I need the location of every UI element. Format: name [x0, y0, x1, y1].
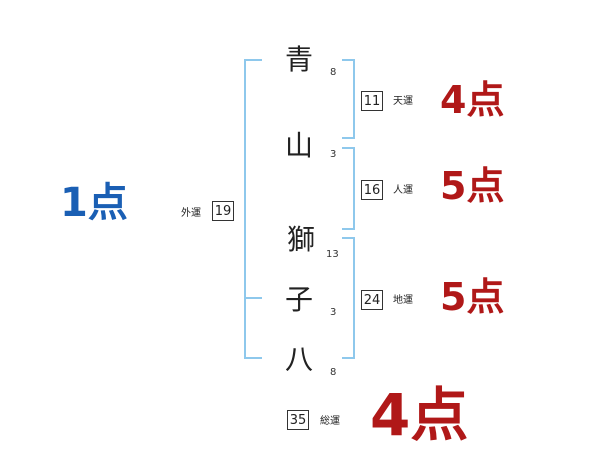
stroke-count-3: 13 — [326, 249, 339, 260]
gaikaku-score: 1点 — [60, 180, 128, 226]
gaikaku-value: 19 — [212, 201, 234, 221]
name-char-3: 獅 — [286, 223, 315, 256]
name-char-2: 山 — [284, 129, 313, 162]
name-char-4: 子 — [284, 283, 313, 316]
name-char-5: 八 — [284, 343, 313, 376]
chikaku-value: 24 — [361, 290, 383, 310]
gaikaku-label: 外運 — [181, 208, 201, 219]
stroke-count-2: 3 — [330, 149, 337, 160]
gaikaku-bracket — [244, 59, 262, 359]
chikaku-bracket — [342, 237, 355, 359]
tenkaku-value: 11 — [361, 91, 383, 111]
jinkaku-score: 5点 — [440, 164, 505, 208]
tenkaku-score: 4点 — [440, 78, 505, 122]
stroke-count-1: 8 — [330, 67, 337, 78]
jinkaku-bracket — [342, 147, 355, 230]
name-char-1: 青 — [284, 43, 313, 76]
soukaku-label: 総運 — [320, 416, 340, 427]
soukaku-score: 4点 — [370, 381, 469, 449]
stroke-count-4: 3 — [330, 307, 337, 318]
chikaku-label: 地運 — [393, 295, 413, 306]
tenkaku-label: 天運 — [393, 96, 413, 107]
soukaku-value: 35 — [287, 410, 309, 430]
jinkaku-label: 人運 — [393, 185, 413, 196]
stroke-count-5: 8 — [330, 367, 337, 378]
chikaku-score: 5点 — [440, 275, 505, 319]
tenkaku-bracket — [342, 59, 355, 139]
jinkaku-value: 16 — [361, 180, 383, 200]
